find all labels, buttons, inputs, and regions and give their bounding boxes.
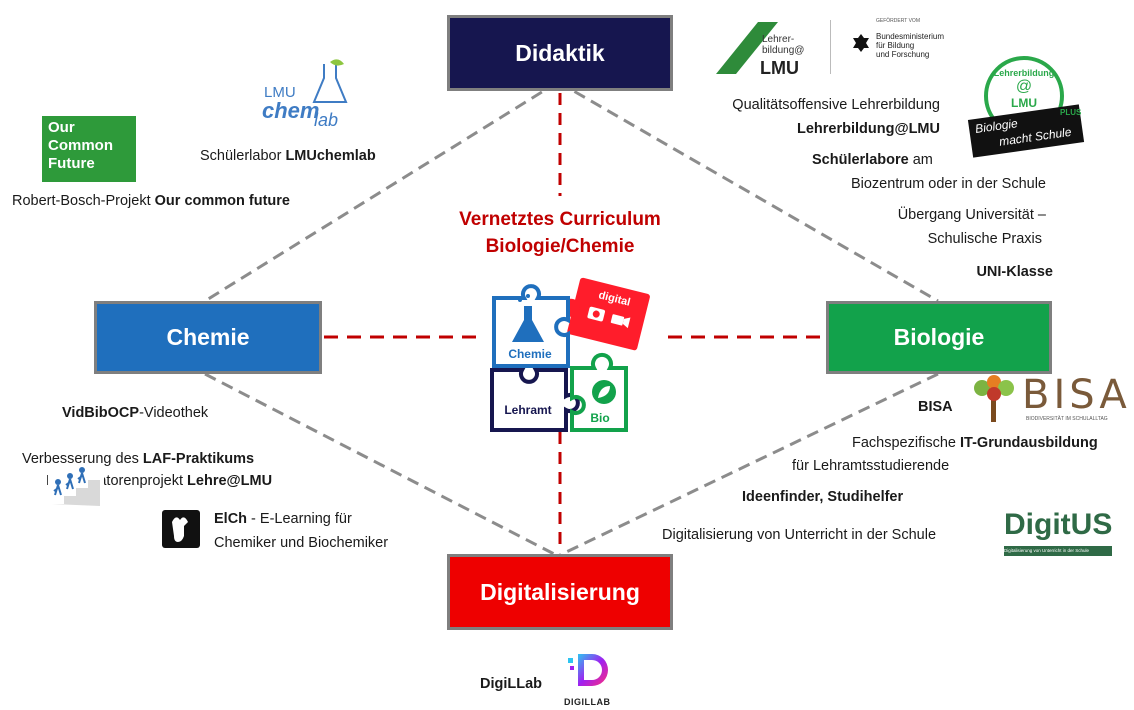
flask-icon [312, 59, 348, 103]
chemlab-logo-line3: lab [314, 110, 339, 130]
didaktik-box: Didaktik [447, 15, 673, 91]
center-title: Vernetztes Curriculum Biologie/Chemie [420, 206, 700, 260]
ocf-logo-line2: Common [48, 137, 113, 154]
line-chemie-digital [204, 372, 559, 558]
bisa-text: BISA [918, 399, 953, 415]
line-didaktik-chemie [204, 80, 559, 303]
vidbib-text: VidBibOCP-Videothek [62, 405, 209, 421]
laf-text: Verbesserung des LAF-Praktikums [22, 451, 255, 467]
puzzle-bio-label: Bio [590, 411, 609, 425]
line-didaktik-biologie [557, 80, 939, 303]
stairs-people-icon [48, 464, 104, 506]
chemie-label: Chemie [166, 324, 250, 350]
our-common-future-logo: Our Common Future [42, 116, 136, 182]
uebergang-line2: Schulische Praxis [927, 231, 1042, 247]
digitus-logo-sub: Digitalisierung von Unterricht in der Sc… [1004, 546, 1112, 556]
logo-divider [830, 20, 831, 74]
badge-at-text: @ [1015, 78, 1033, 95]
elch-line2: Chemiker und Biochemiker [214, 535, 389, 551]
lb-logo-line3: LMU [760, 58, 799, 78]
digillab-text: DigiLLab [480, 676, 543, 692]
puzzle-lehramt-label: Lehramt [504, 403, 551, 417]
bisa-logo-text: BISA [1022, 372, 1131, 418]
badge-plus-text: PLUS [1060, 108, 1082, 117]
didaktik-label: Didaktik [515, 39, 605, 66]
badge-top-text: Lehrerbildung [993, 68, 1055, 78]
schuelerlabor-text: Schülerlabor LMUchemlab [200, 148, 376, 164]
it-grundausbildung-text: Fachspezifische IT-Grundausbildung [852, 435, 1098, 451]
bisa-logo-sub: BIODIVERSITÄT IM SCHULALLTAG [1026, 416, 1108, 422]
bisa-logo: BISA BIODIVERSITÄT IM SCHULALLTAG [970, 374, 1130, 426]
ocf-logo-line3: Future [48, 155, 95, 172]
badge-lmu-text: LMU [1011, 96, 1037, 110]
schuelerlabore-text: Schülerlabore am [812, 152, 933, 168]
bmbf-line1: Bundesministerium [876, 32, 945, 41]
digitalisierung-label: Digitalisierung [480, 578, 640, 605]
digitus-logo: DigitUS Digitalisierung von Unterricht i… [1002, 508, 1114, 560]
lehrerbildung-roof-icon [716, 22, 778, 74]
bmbf-line2: für Bildung [876, 41, 915, 50]
digitalisierung-box: Digitalisierung [447, 554, 673, 630]
ideenfinder-text: Ideenfinder, Studihelfer [742, 489, 904, 505]
biologie-label: Biologie [893, 324, 985, 350]
elch-moose-icon [162, 510, 200, 548]
digitus-logo-text: DigitUS [1004, 508, 1113, 541]
line-biologie-digital [557, 372, 939, 558]
lehrerbildung-text: Lehrerbildung@LMU [796, 121, 940, 137]
center-title-line2: Biologie/Chemie [485, 236, 635, 257]
lehrerbildung-lmu-logo: Lehrer- bildung@ LMU [712, 18, 824, 78]
bosch-project-text: Robert-Bosch-Projekt Our common future [12, 193, 290, 209]
chemie-box: Chemie [94, 301, 322, 374]
lmu-chemlab-logo: LMU chem lab [262, 58, 358, 130]
chemlab-logo-line2: chem [262, 98, 320, 123]
lb-logo-line1: Lehrer- [762, 34, 795, 45]
uebergang-line1: Übergang Universität – [897, 207, 1046, 223]
biologie-box: Biologie [826, 301, 1052, 374]
lehrerbildung-plus-badge-logo: Lehrerbildung @ LMU Biologie macht Schul… [967, 56, 1088, 160]
qualitaet-text: Qualitätsoffensive Lehrerbildung [732, 97, 940, 113]
ocf-logo-line1: Our [48, 119, 75, 136]
lb-logo-line2: bildung@ [762, 45, 805, 56]
digital-unterricht-text: Digitalisierung von Unterricht in der Sc… [662, 527, 937, 543]
uni-klasse-text: UNI-Klasse [976, 264, 1053, 280]
biozentrum-text: Biozentrum oder in der Schule [850, 176, 1046, 192]
chemlab-logo-line1: LMU [264, 84, 296, 101]
elch-text: ElCh - E-Learning für [214, 511, 352, 527]
bmbf-small-text: GEFÖRDERT VOM [876, 18, 920, 24]
center-title-line1: Vernetztes Curriculum [459, 209, 661, 230]
puzzle-icon: digital Chemie Lehramt Bio [490, 277, 650, 432]
it-line2: für Lehramtsstudierende [792, 458, 950, 474]
tree-icon [974, 375, 1014, 422]
bmbf-logo: GEFÖRDERT VOM Bundesministerium für Bild… [846, 18, 946, 78]
digillab-logo-text: DIGILLAB [564, 697, 611, 707]
digillab-d-icon [568, 654, 608, 686]
eagle-icon [853, 34, 869, 52]
bmbf-line3: und Forschung [876, 50, 930, 59]
puzzle-chemie-label: Chemie [508, 347, 552, 361]
digillab-logo: DIGILLAB [560, 648, 620, 708]
